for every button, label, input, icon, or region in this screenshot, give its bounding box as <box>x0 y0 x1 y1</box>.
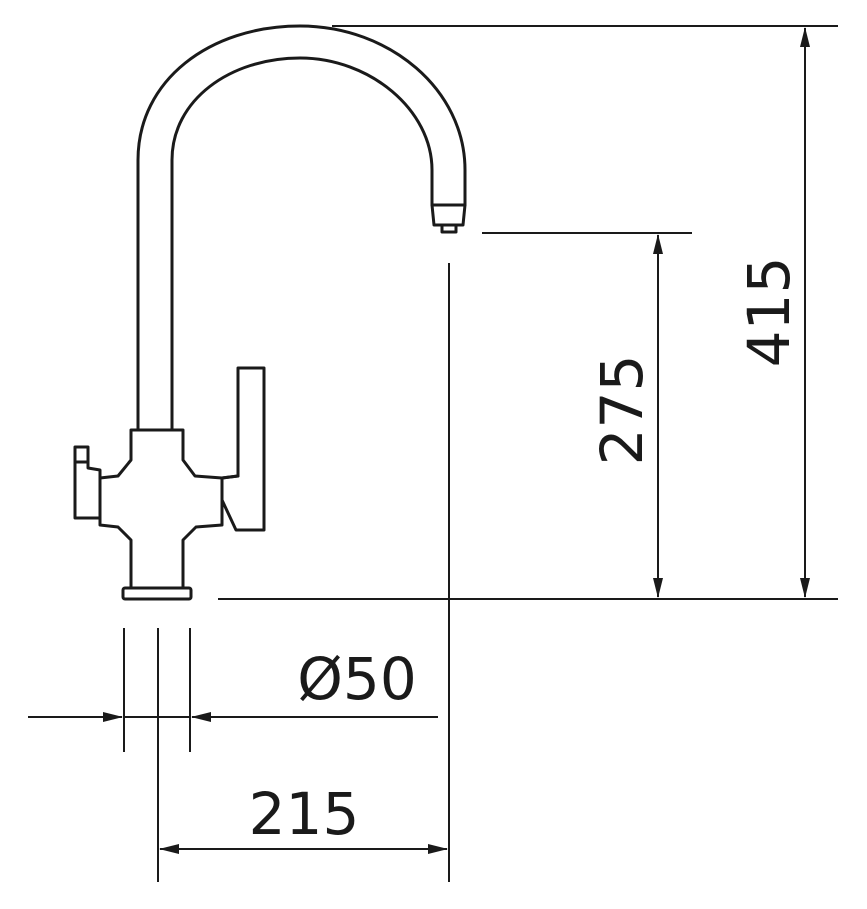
base-diameter-label: Ø50 <box>297 645 416 713</box>
spout-gooseneck <box>136 24 467 432</box>
dimension-total-height: 415 <box>735 27 810 598</box>
right-lever-collar <box>220 474 240 480</box>
spout-outlet <box>430 203 467 227</box>
spout-clearance-label: 275 <box>588 355 656 466</box>
right-lever-handle <box>220 366 266 532</box>
faucet-body <box>98 428 224 590</box>
left-lever-handle <box>73 445 102 520</box>
aerator-tip <box>440 223 458 234</box>
dimension-spout-clearance: 275 <box>588 234 663 598</box>
faucet-outline <box>73 24 467 601</box>
total-height-label: 415 <box>735 257 803 368</box>
dimension-spout-reach: 215 <box>159 780 448 854</box>
spout-reach-label: 215 <box>249 780 360 848</box>
faucet-base-plate <box>121 586 193 601</box>
dimension-base-diameter: Ø50 <box>28 645 438 722</box>
extension-lines <box>123 25 838 882</box>
